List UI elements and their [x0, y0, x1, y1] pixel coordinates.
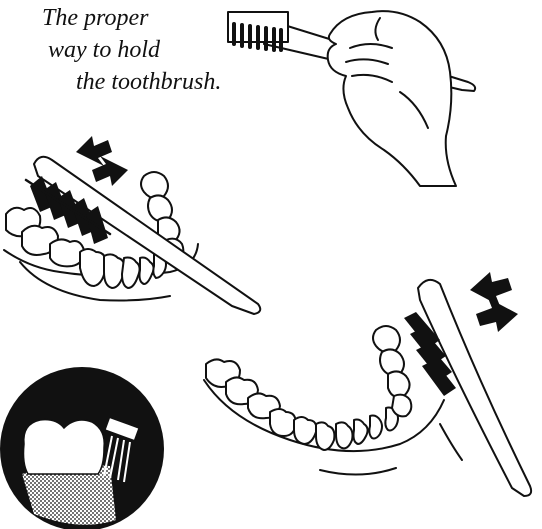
- double-arrow-icon-lower: [470, 272, 518, 332]
- upper-jaw-scene: [4, 157, 260, 314]
- caption-line-3: the toothbrush.: [76, 69, 221, 95]
- inset-tooth: [24, 420, 105, 474]
- cross-section-inset: [0, 367, 164, 529]
- hand-holding-brush: [228, 11, 475, 186]
- caption-line-1: The proper: [42, 5, 148, 31]
- caption-line-2: way to hold: [48, 37, 160, 63]
- lower-teeth: [206, 326, 411, 450]
- top-brush-head: [228, 12, 288, 50]
- double-arrow-icon: [76, 136, 128, 186]
- hand: [328, 11, 456, 186]
